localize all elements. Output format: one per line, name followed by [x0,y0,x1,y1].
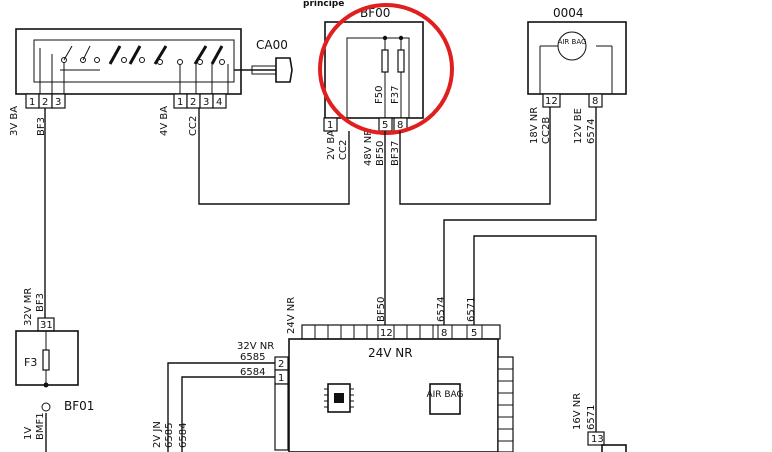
f3-fuse-label: F3 [24,356,37,369]
ecu-wire-bf50: BF50 [376,297,387,322]
fusebox-pin-1: 1 [327,120,333,131]
header-fragment: principe [303,0,344,9]
airbag-top-pin-12: 12 [545,96,558,107]
f3-pin: 31 [40,320,53,331]
ecu-pin-2: 2 [278,359,284,370]
commutator-pin-r3: 3 [203,97,209,108]
ecu-wire-6584: 6584 [240,367,265,378]
airbag-top-conn-b: 12V BE [573,108,584,144]
f3-id: BF01 [64,399,94,413]
switch-symbols [39,45,229,94]
ecu-airbag-symbol: AIR BAG [426,390,463,400]
f3-wire-top: BF3 [35,293,46,312]
fusebox-pin-5: 5 [382,120,388,131]
fusebox-wire-b: BF50 [375,141,386,166]
ecu-pin-12: 12 [380,328,393,339]
airbag-top-id: 0004 [553,6,584,20]
lower-right-pin: 13 [591,434,604,445]
airbag-top-pin-8: 8 [592,96,598,107]
commutator-pin-l1: 1 [29,97,35,108]
chip-icon [324,383,354,413]
f3-conn-top: 32V MR [23,288,34,326]
fusebox-conn-b: 48V NR [363,129,374,166]
fusebox-id: BF00 [360,6,390,20]
airbag-symbol-icon: AIR BAG [426,383,464,415]
commutator-conn-right: 4V BA [159,106,170,136]
fusebox-pin-8: 8 [397,120,403,131]
ecu-connector-label: 24V NR [286,297,297,334]
lower-left-wire-6585: 6585 [164,423,175,448]
commutator-pin-l2: 2 [42,97,48,108]
key-id: CA00 [256,38,288,52]
lower-left-conn: 2V JN [152,421,163,448]
commutator-wire-left: BF3 [36,117,47,136]
airbag-top-wire-a: CC2B [541,117,552,144]
ecu-conn-left: 32V NR [237,341,274,352]
highlight-circle [318,3,454,135]
fusebox-wire-a: CC2 [338,140,349,160]
ecu-pin-5: 5 [471,328,477,339]
commutator: 1 2 3 1 2 3 4 3V BA BF3 4V BA CC2 [9,28,242,136]
airbag-top-symbol: AIR BAG [558,38,587,46]
fusebox-wire-c: BF37 [390,141,401,166]
ecu-module: 24V NR 12 8 5 BF50 6574 6571 24V NR [237,297,514,452]
airbag-module-0004: 0004 AIR BAG 12 8 18V NR CC2B 12V BE 657… [527,6,627,144]
ecu-header: 24V NR [368,346,413,360]
f3-wire-bottom: BMF1 [35,412,46,440]
fuse-f37-label: F37 [390,86,401,104]
airbag-top-conn-a: 18V NR [529,107,540,144]
ecu-wire-6585: 6585 [240,352,265,363]
ecu-pin-1: 1 [278,373,284,384]
commutator-pin-r4: 4 [216,97,222,108]
fuse-f3-unit: 32V MR BF3 31 F3 BF01 1V BMF1 [15,288,94,440]
fusebox-conn-a: 2V BA [326,130,337,160]
lower-right-conn: 16V NR [572,393,583,430]
lower-right-wire: 6571 [586,405,597,430]
key-ca00: CA00 [234,38,293,83]
ecu-wire-6574: 6574 [436,297,447,322]
wires [44,107,597,452]
commutator-conn-left: 3V BA [9,106,20,136]
fuse-f50-label: F50 [374,86,385,104]
f3-conn-bottom: 1V [23,427,34,440]
ecu-wire-6571: 6571 [466,297,477,322]
commutator-wire-right: CC2 [188,116,199,136]
airbag-top-wire-b: 6574 [586,119,597,144]
lower-left-wire-6584: 6584 [178,423,189,448]
commutator-pin-r2: 2 [190,97,196,108]
commutator-pin-r1: 1 [177,97,183,108]
commutator-pin-l3: 3 [55,97,61,108]
ecu-pin-8: 8 [441,328,447,339]
fusebox-bf00: BF00 F50 F37 1 5 8 2V BA CC2 48V NR BF50… [323,6,424,166]
